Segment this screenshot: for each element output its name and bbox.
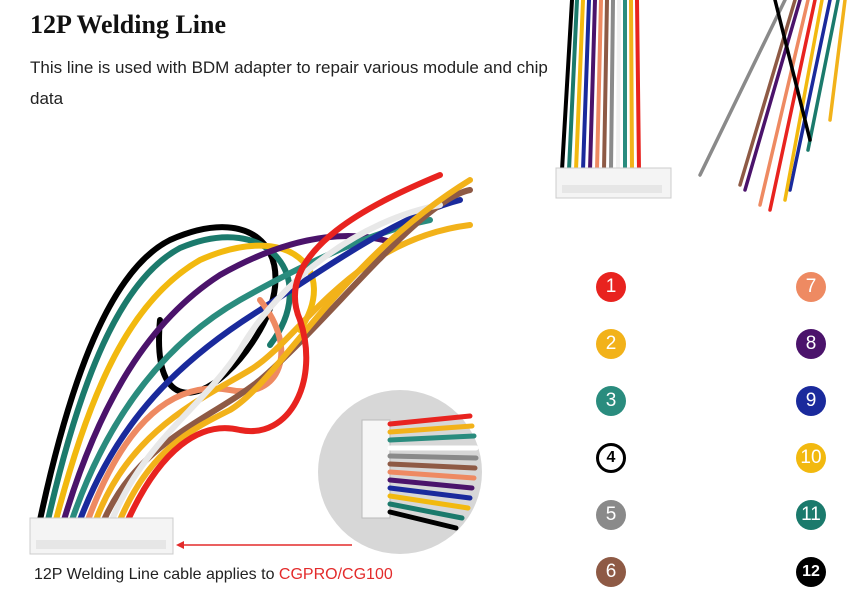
wire-color-dot-7: 7 bbox=[796, 272, 826, 302]
page-title: 12P Welding Line bbox=[30, 10, 227, 39]
wire-color-dot-4: 4 bbox=[596, 443, 626, 473]
wire-color-dot-6: 6 bbox=[596, 557, 626, 587]
caption-highlight: CGPRO/CG100 bbox=[278, 566, 393, 583]
loose-wire-ends bbox=[698, 0, 847, 212]
wire-color-dot-10: 10 bbox=[796, 443, 826, 473]
wire-color-dot-2: 2 bbox=[596, 329, 626, 359]
wire-color-dot-8: 8 bbox=[796, 329, 826, 359]
wire-color-dot-3: 3 bbox=[596, 386, 626, 416]
wire-color-dot-1: 1 bbox=[596, 272, 626, 302]
wire-color-dot-12: 12 bbox=[796, 557, 826, 587]
product-description: This line is used with BDM adapter to re… bbox=[30, 58, 548, 108]
connector-zoom-circle bbox=[318, 390, 482, 554]
wire-color-dot-11: 11 bbox=[796, 500, 826, 530]
wire-color-dot-5: 5 bbox=[596, 500, 626, 530]
top-connector bbox=[555, 167, 672, 199]
top-connector-wires bbox=[560, 0, 641, 172]
main-connector bbox=[29, 517, 174, 555]
cable-caption: 12P Welding Line cable applies to CGPRO/… bbox=[34, 566, 393, 584]
pointer-arrow bbox=[176, 541, 352, 549]
wire-color-dot-9: 9 bbox=[796, 386, 826, 416]
coiled-cable bbox=[37, 172, 473, 523]
caption-text: 12P Welding Line cable applies to bbox=[34, 566, 279, 583]
